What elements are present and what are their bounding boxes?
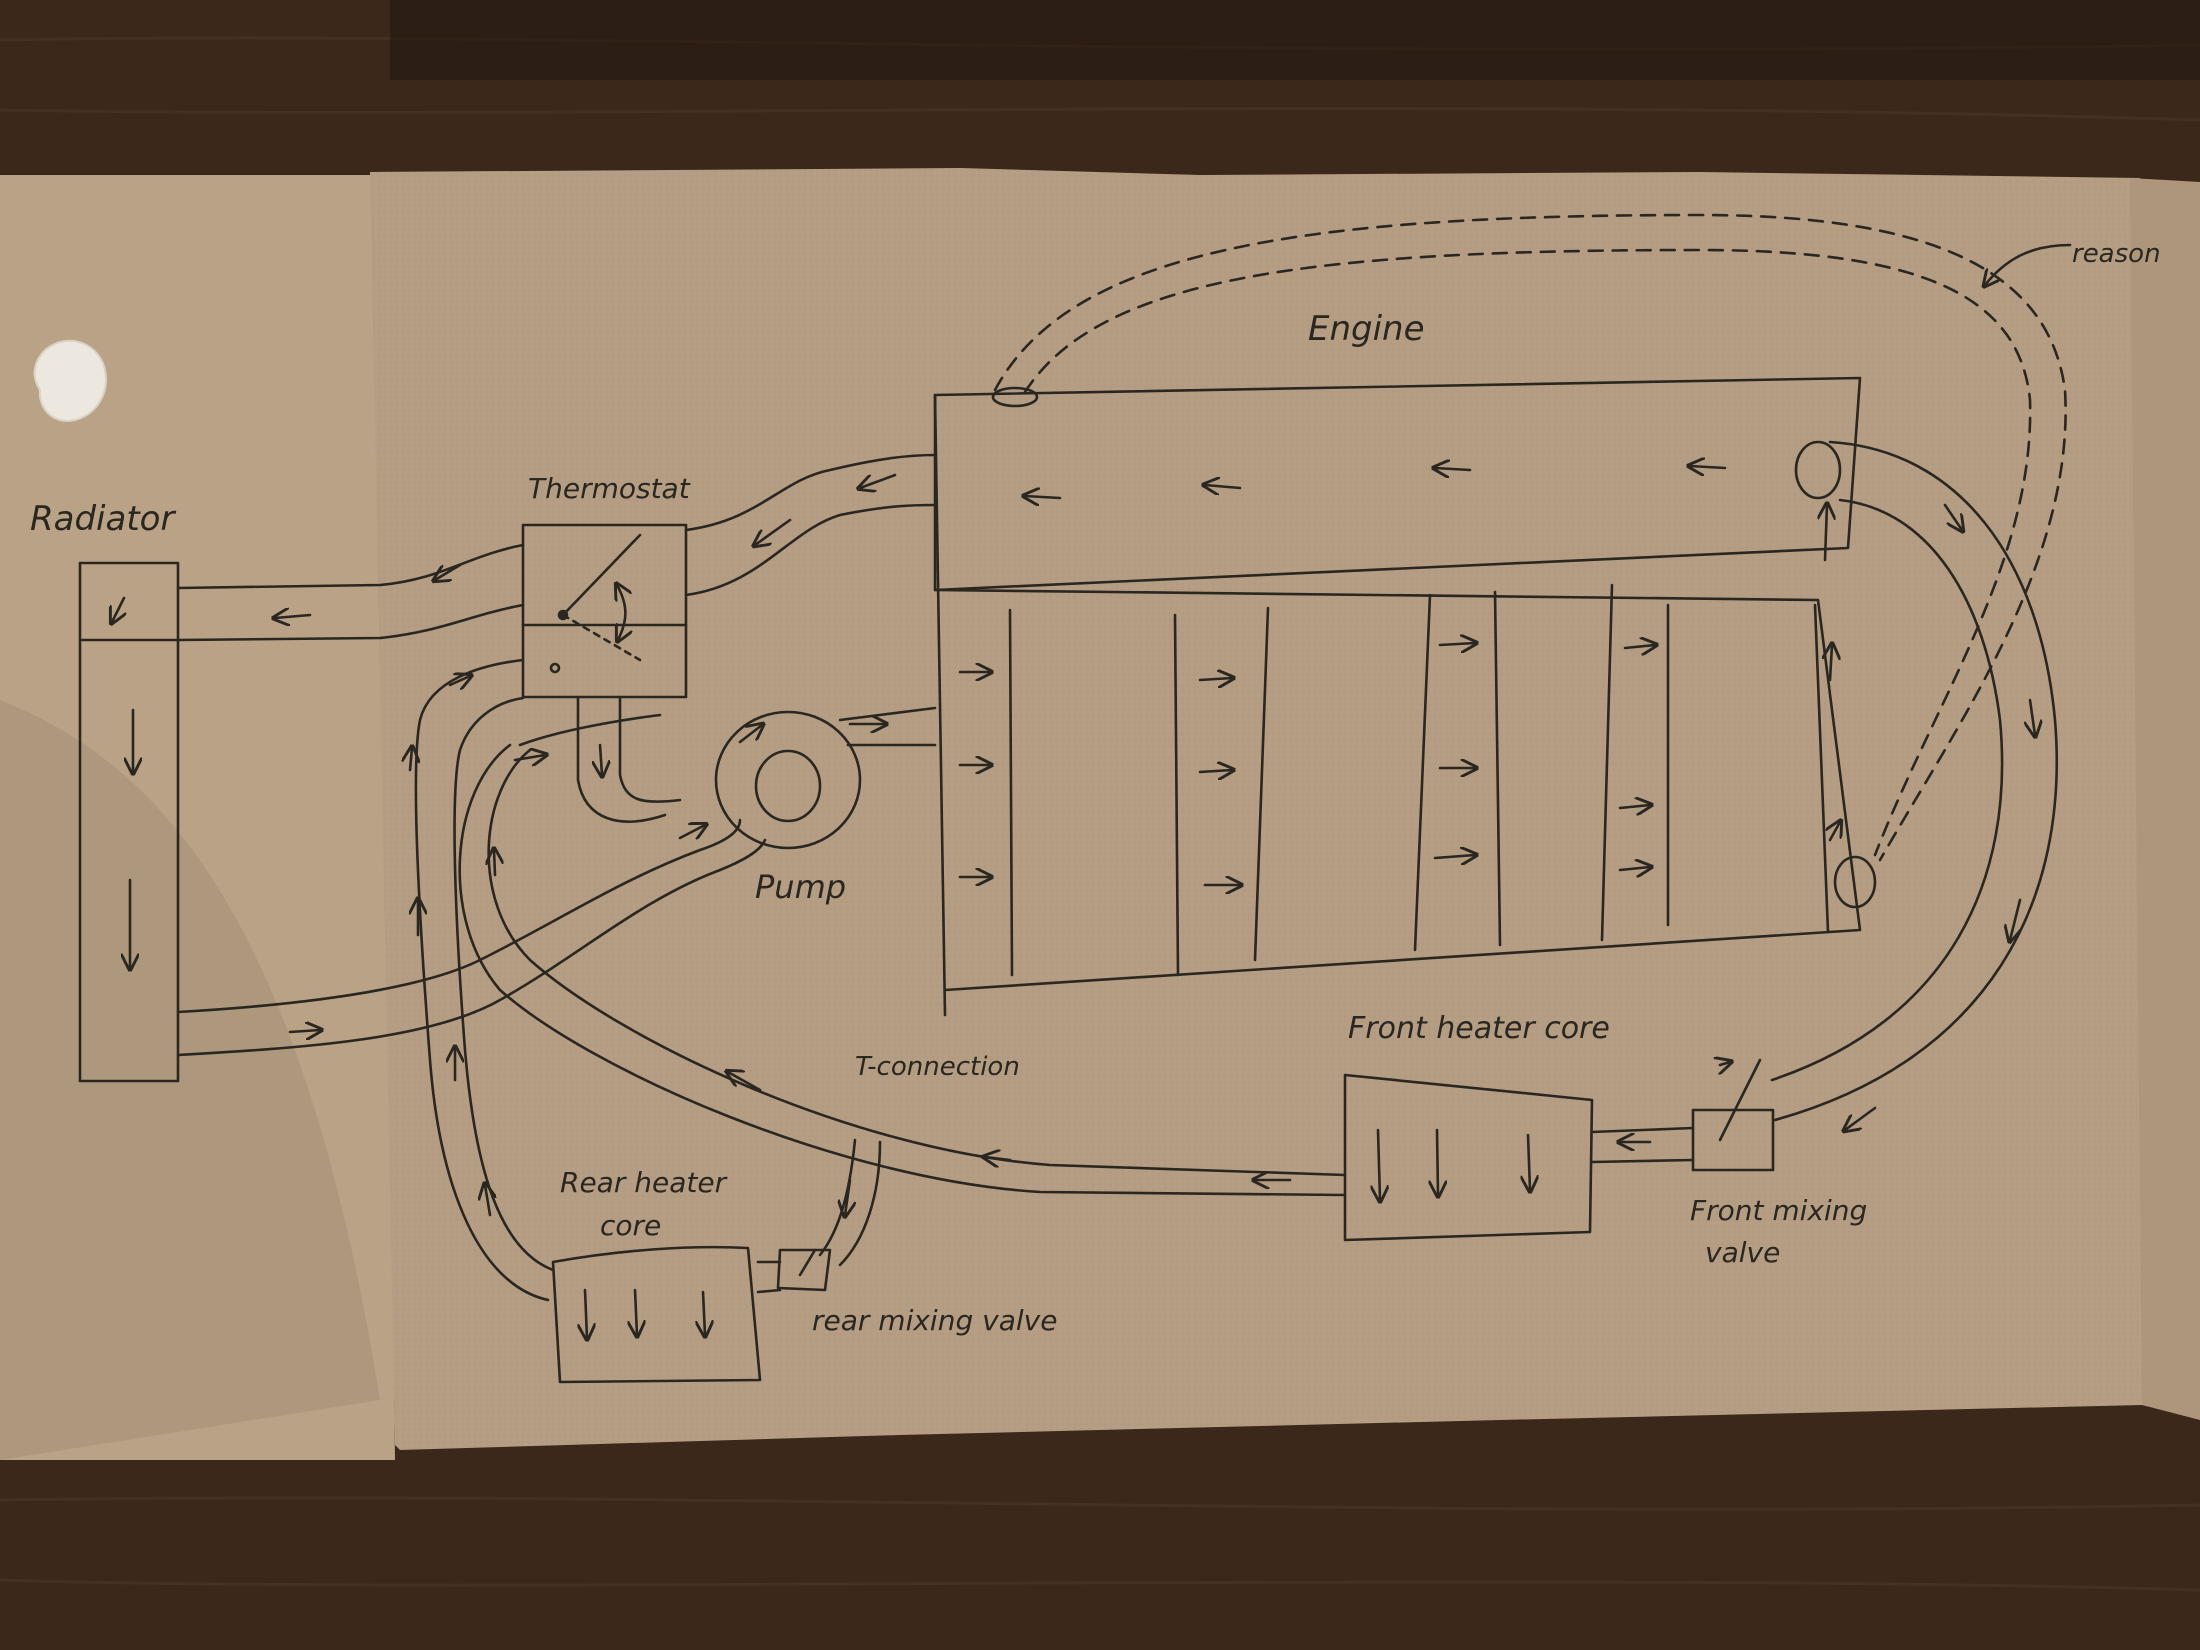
rear-heater-core <box>551 1245 762 1384</box>
label-rear-heater-core-2: core <box>600 1209 661 1242</box>
cardboard-main-panel <box>370 168 2142 1450</box>
rear-mixing-valve <box>756 1248 832 1294</box>
radiator <box>78 561 180 1083</box>
hose-front-core-to-pump <box>458 713 1347 1197</box>
engine <box>933 376 1877 1017</box>
fold-shadow-left <box>0 700 380 1460</box>
label-t-connection: T-connection <box>855 1052 1020 1082</box>
reason-pointer <box>1985 243 2072 285</box>
shadow-top <box>390 0 2200 80</box>
drawing <box>78 213 2072 1384</box>
pump <box>714 706 937 850</box>
cardboard-right-flap <box>2130 178 2200 1420</box>
hose-thermostat-to-radiator <box>176 543 525 642</box>
dashed-bypass-path <box>993 213 2067 862</box>
label-front-heater-core: Front heater core <box>1348 1011 1610 1046</box>
hose-engine-to-front-mixing-valve <box>1770 440 2059 1130</box>
label-pump: Pump <box>755 868 846 906</box>
front-mixing-valve <box>1590 1060 1775 1172</box>
hose-engine-to-thermostat <box>684 453 937 597</box>
label-front-mixing-valve-1: Front mixing <box>1690 1194 1867 1227</box>
hose-radiator-to-pump <box>176 818 767 1057</box>
hose-thermostat-to-pump <box>576 695 682 823</box>
label-rear-mixing-valve: rear mixing valve <box>812 1304 1057 1337</box>
tape-piece <box>33 339 107 422</box>
hose-rear-core-to-thermostat <box>410 658 555 1302</box>
label-engine: Engine <box>1308 309 1425 349</box>
label-radiator: Radiator <box>30 499 176 539</box>
cardboard-left-flap <box>0 175 395 1460</box>
label-thermostat: Thermostat <box>528 472 691 505</box>
label-reason: reason <box>2072 239 2161 269</box>
t-connection-branch <box>818 1138 882 1267</box>
label-front-mixing-valve-2: valve <box>1705 1236 1780 1269</box>
thermostat <box>521 523 688 699</box>
label-rear-heater-core-1: Rear heater <box>560 1166 728 1199</box>
front-heater-core <box>1343 1073 1594 1242</box>
